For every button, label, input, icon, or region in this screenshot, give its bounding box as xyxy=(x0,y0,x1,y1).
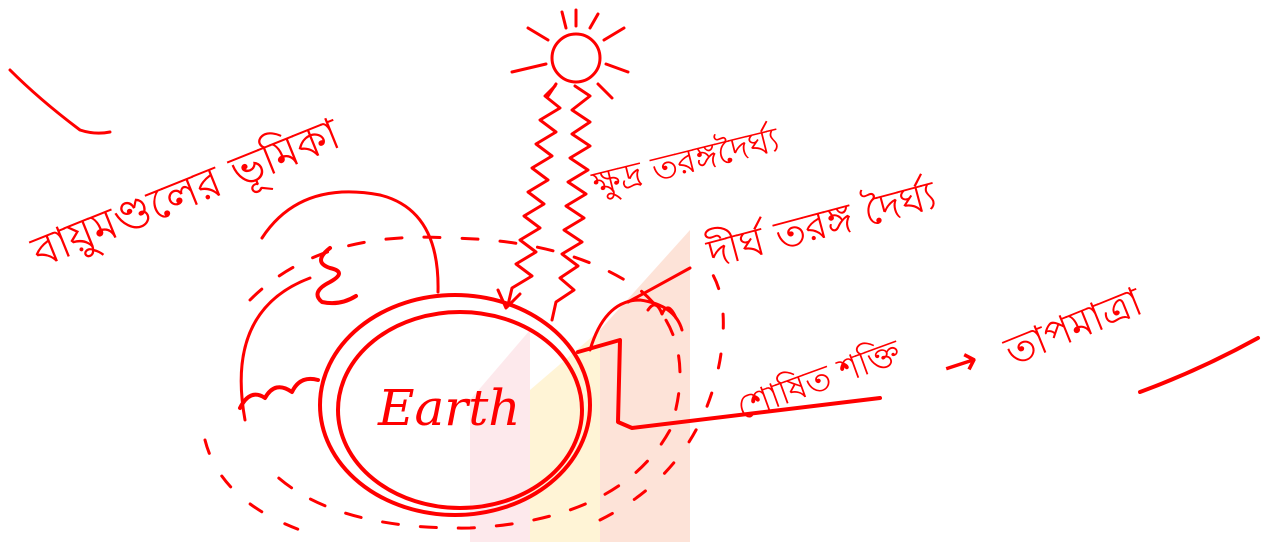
reflection-arch xyxy=(262,192,438,292)
arrow-right-icon: → xyxy=(936,334,985,391)
incoming-radiation-label: ক্ষুদ্র তরঙ্গদৈর্ঘ্য xyxy=(587,119,784,205)
incoming-ray-left xyxy=(508,86,560,305)
corner-stroke xyxy=(10,70,110,133)
atmosphere-squiggle-left xyxy=(240,379,318,408)
result-label: তাপমাত্রা xyxy=(998,278,1151,375)
reflection-loop xyxy=(318,248,357,303)
underline-flourish xyxy=(1140,338,1258,392)
incoming-ray-right xyxy=(552,86,590,320)
heading-label: বায়ুমণ্ডলের ভূমিকা xyxy=(24,107,350,282)
outgoing-radiation-label: দীর্ঘ তরঙ্গ দৈর্ঘ্য xyxy=(701,169,943,278)
absorbed-energy-label: শোষিত শক্তি xyxy=(731,332,907,429)
sun-icon xyxy=(512,10,628,98)
earth-label: Earth xyxy=(377,379,521,437)
